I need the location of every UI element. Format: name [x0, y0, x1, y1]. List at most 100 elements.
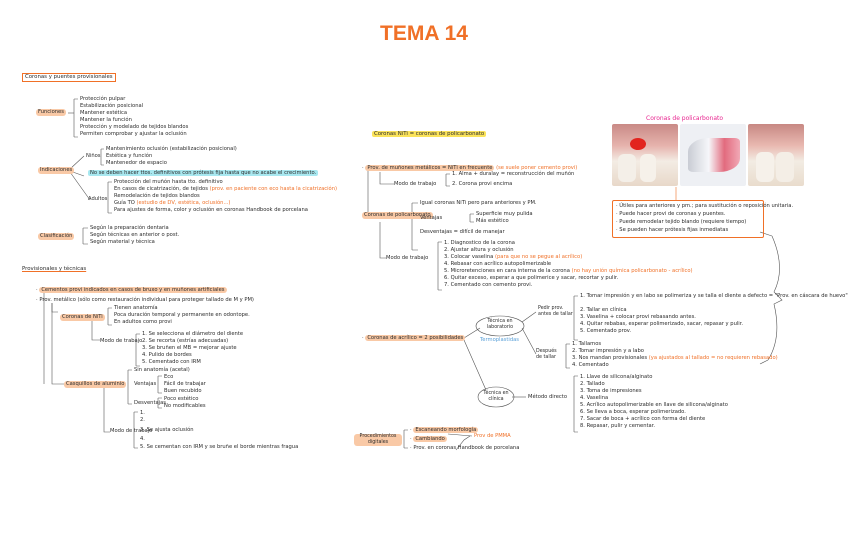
page-title: TEMA 14 — [380, 22, 468, 45]
list-item: Guía TO (estudio de DV, estética, oclusi… — [114, 200, 231, 206]
box-item: · Puede remodelar tejido blando (requier… — [616, 219, 747, 225]
list-item: 2. Ajustar altura y oclusión — [444, 247, 514, 253]
heading-provisionales: Provisionales y técnicas — [22, 266, 87, 272]
pedir-antes-label: Pedir prov. antes de tallar — [538, 306, 573, 317]
list-item: 1. Tomar impresión y en labo se polimeri… — [580, 293, 848, 299]
list-item: En adultos como provi — [114, 319, 172, 325]
modo-trabajo-label: Modo de trabajo — [100, 338, 143, 344]
list-item: Mantenedor de espacio — [106, 160, 167, 166]
list-item: Protección pulpar — [80, 96, 126, 102]
indicaciones-label: Indicaciones — [38, 167, 75, 174]
list-item: 2. Corona provi encima — [452, 181, 513, 187]
list-item: Poca duración temporal y permanente en o… — [114, 312, 250, 318]
modo-trabajo-poli: Modo de trabajo — [386, 255, 429, 261]
coronas-policarbonato-label: Coronas de policarbonato — [362, 212, 433, 219]
list-item: 1. Alma + duralay = reconstrucción del m… — [452, 171, 575, 177]
photo-caption: Coronas de policarbonato — [646, 115, 724, 122]
list-item: 4. Pulido de bordes — [142, 352, 192, 358]
tecnica-clinica: Técnica en clínica — [483, 391, 509, 402]
list-item: Según técnicas en anterior o post. — [90, 232, 180, 238]
tooth-icon — [776, 152, 794, 182]
list-item: Permiten comprobar y ajustar la oclusión — [80, 131, 187, 137]
list-item: 4. Vaselina — [580, 395, 609, 401]
list-item: 7. Cementado con cemento provi. — [444, 282, 533, 288]
list-item: Mantenimiento oclusión (estabilización p… — [106, 146, 237, 152]
list-item: Superficie muy pulida — [476, 211, 533, 217]
list-item: 3. Vaselina + colocar provi rebasando an… — [580, 314, 696, 320]
list-item: Según la preparación dentaria — [90, 225, 169, 231]
box-item: · Puede hacer provi de coronas y puentes… — [616, 211, 726, 217]
teeth-photo-2 — [748, 124, 804, 186]
list-item: 8. Repasar, pulir y cementar. — [580, 423, 656, 429]
list-item: 1. Tallamos — [572, 341, 602, 347]
tooth-icon — [640, 154, 656, 182]
list-item: · Escaneando morfología — [410, 427, 479, 433]
list-item: 2. Se recorta (estrías adecuadas) — [142, 338, 229, 344]
desventajas-label: Desventajas — [134, 400, 166, 406]
list-item: Eco — [164, 374, 174, 380]
metodo-item: · Prov. metálico (sólo como restauración… — [36, 297, 254, 303]
list-item: Mantener estética — [80, 110, 128, 116]
despues-label: Después de tallar — [536, 349, 557, 360]
metodo-directo-label: Método directo — [528, 394, 567, 400]
list-item: Protección del muñón hasta tto. definiti… — [114, 179, 223, 185]
prov-munones: · Prov. de muñones metálicos = NiTi en f… — [362, 165, 578, 171]
ninos-label: Niños — [86, 153, 101, 159]
list-item: 5. Microretenciones en cara interna de l… — [444, 268, 693, 274]
list-item: 4. Quitar rebabas, esperar polimerizado,… — [580, 321, 744, 327]
policarbonato-info-box — [612, 200, 764, 238]
list-item: 3. Colocar vaselina (para que no se pegu… — [444, 254, 583, 260]
teeth-photo-1 — [612, 124, 678, 186]
adultos-label: Adultos — [88, 196, 108, 202]
list-item: Mantener la función — [80, 117, 132, 123]
list-item: 2. — [140, 417, 145, 423]
funciones-label: Funciones — [36, 109, 66, 116]
coronas-acrilico: · Coronas de acrílico = 2 posibilidades — [362, 335, 466, 341]
crown-red-icon — [630, 138, 646, 150]
ventajas-mid-label: Ventajas — [420, 215, 443, 221]
list-item: 6. Quitar exceso, esperar a que polimeri… — [444, 275, 619, 281]
list-item: 4. Cementado — [572, 362, 609, 368]
list-item: Estabilización posicional — [80, 103, 144, 109]
list-item: 4. Rebasar con acrílico autopolimerizabl… — [444, 261, 552, 267]
heading-coronas-niti: Coronas NiTi = coronas de policarbonato — [372, 131, 487, 137]
list-item: En casos de cicatrización, de tejidos (p… — [114, 186, 338, 192]
list-item: 2. Tallar en clínica — [580, 307, 627, 313]
nota-crecimiento: No se deben hacer ttos. definitivos con … — [88, 170, 319, 176]
list-item: 1. — [140, 410, 145, 416]
prov-pmma-note: Prov de PMMA — [474, 433, 511, 439]
list-item: 1. Se selecciona el diámetro del diente — [142, 331, 244, 337]
cementos-item: · Cementos provi indicados en casos de b… — [36, 287, 227, 293]
list-item: Según material y técnica — [90, 239, 155, 245]
list-item: Protección y modelado de tejidos blandos — [80, 124, 189, 130]
modo-trabajo-2-label: Modo de trabajo — [110, 428, 153, 434]
list-item: 1. Llave de silicona/alginato — [580, 374, 653, 380]
heading-coronas-puentes: Coronas y puentes provisionales — [22, 73, 116, 82]
list-item: 4. — [140, 436, 145, 442]
list-item: 2. Tallado — [580, 381, 605, 387]
tooth-icon — [756, 152, 774, 182]
procedimientos-label: Procedimientos digitales — [354, 434, 402, 446]
tecnica-laboratorio: Técnica en laboratorio — [486, 319, 514, 330]
coronas-poli-top: Igual coronas NiTi pero para anteriores … — [420, 200, 537, 206]
crown-photo — [680, 124, 746, 186]
list-item: 3. Se bruñen el MB = mejorar ajuste — [142, 345, 237, 351]
casquillos-label: Casquillos de aluminio — [64, 381, 127, 388]
list-item: 3. Toma de impresiones — [580, 388, 642, 394]
list-item: Fácil de trabajar — [164, 381, 206, 387]
list-item: 2. Tomar impresión y a labo — [572, 348, 644, 354]
ventajas-label: Ventajas — [134, 381, 157, 387]
coronas-niti-label: Coronas de NiTi — [60, 314, 105, 321]
list-item: 7. Sacar de boca + acrílico con forma de… — [580, 416, 706, 422]
policarbonato-crown-icon — [688, 138, 740, 172]
list-item: 5. Cementado prov. — [580, 328, 632, 334]
list-item: 5. Acrílico autopolimerizable en llave d… — [580, 402, 728, 408]
modo-trabajo-mid: Modo de trabajo — [394, 181, 437, 187]
list-item: · Prov. en coronas Handbook de porcelana — [410, 445, 520, 451]
list-item: Buen recubido — [164, 388, 202, 394]
list-item: 3. Se ajusta oclusión — [140, 427, 194, 433]
list-item: Remodelación de tejidos blandos — [114, 193, 200, 199]
tooth-icon — [618, 154, 636, 182]
list-item: Poco estético — [164, 396, 199, 402]
